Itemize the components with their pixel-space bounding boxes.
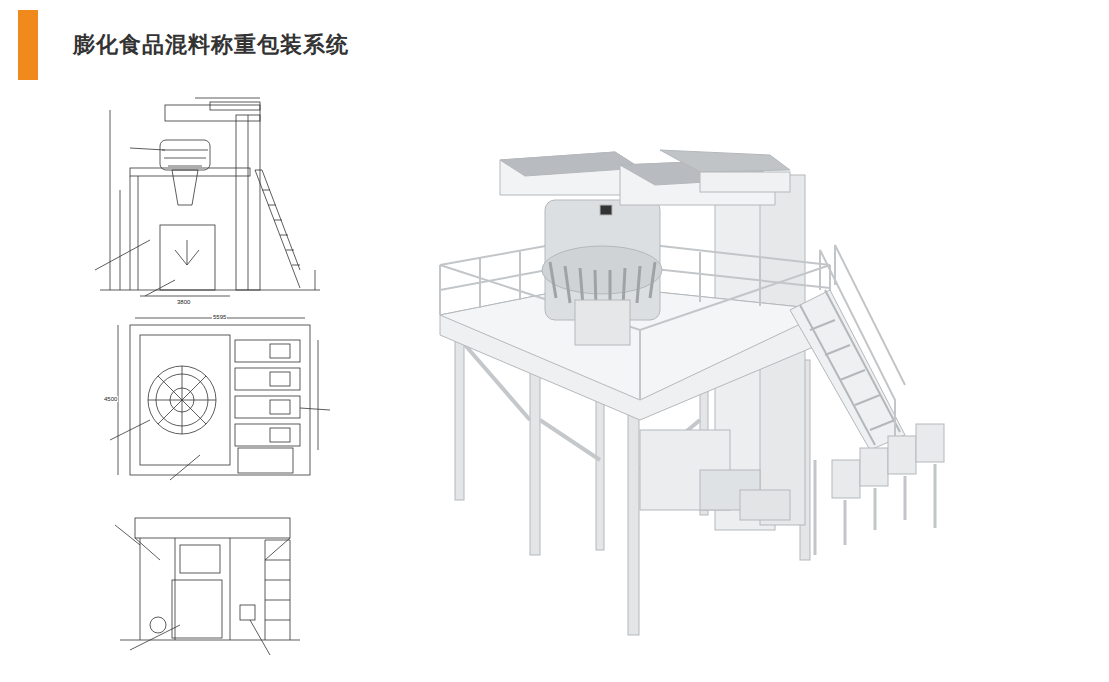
page-title: 膨化食品混料称重包装系统 [73,30,349,60]
dimension-label: 3800 [176,299,191,305]
accent-bar [18,10,38,80]
front-view [95,98,320,296]
side-view [115,518,300,655]
machine-render [440,150,944,635]
dimension-label: 5595 [212,314,227,320]
top-view [110,318,330,480]
dimension-label: 4500 [103,396,118,402]
